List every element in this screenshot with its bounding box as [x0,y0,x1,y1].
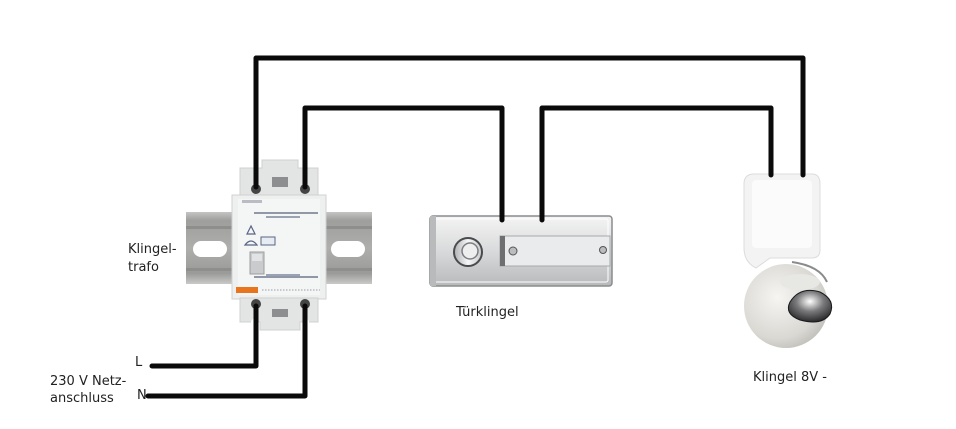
electric-bell [743,173,833,348]
rail-slot-right [331,241,365,257]
hammer-icon [787,289,833,323]
phase-label: L [135,355,143,370]
wire-mains-L [149,303,259,369]
transformer-symbol-icon [243,240,259,246]
wires [145,55,806,399]
transformer-label-line2: trafo [128,260,159,275]
push-button-icon [453,237,483,267]
doorbell-button-label: Türklingel [456,305,519,320]
brand-logo [236,287,258,293]
screw-icon [508,246,518,256]
wire-button-to-bell [539,105,774,223]
bell-wire-arm [791,261,828,283]
transformer-label-line1: Klingel- [128,242,177,257]
bell-transformer [186,159,372,331]
name-plate [499,235,611,267]
bell-symbol-icon [246,224,256,235]
rail-slot-left [193,241,227,257]
mains-label-line1: 230 V Netz- [50,374,127,389]
mains-label-line2: anschluss [50,391,114,406]
screw-icon [599,246,607,254]
neutral-label: N [137,388,147,403]
wire-trafo-to-button [302,105,505,223]
bell-label: Klingel 8V - [753,370,827,385]
doorbell-push-button [429,215,613,287]
wire-mains-N [145,303,308,399]
wire-trafo-to-bell [253,55,806,190]
